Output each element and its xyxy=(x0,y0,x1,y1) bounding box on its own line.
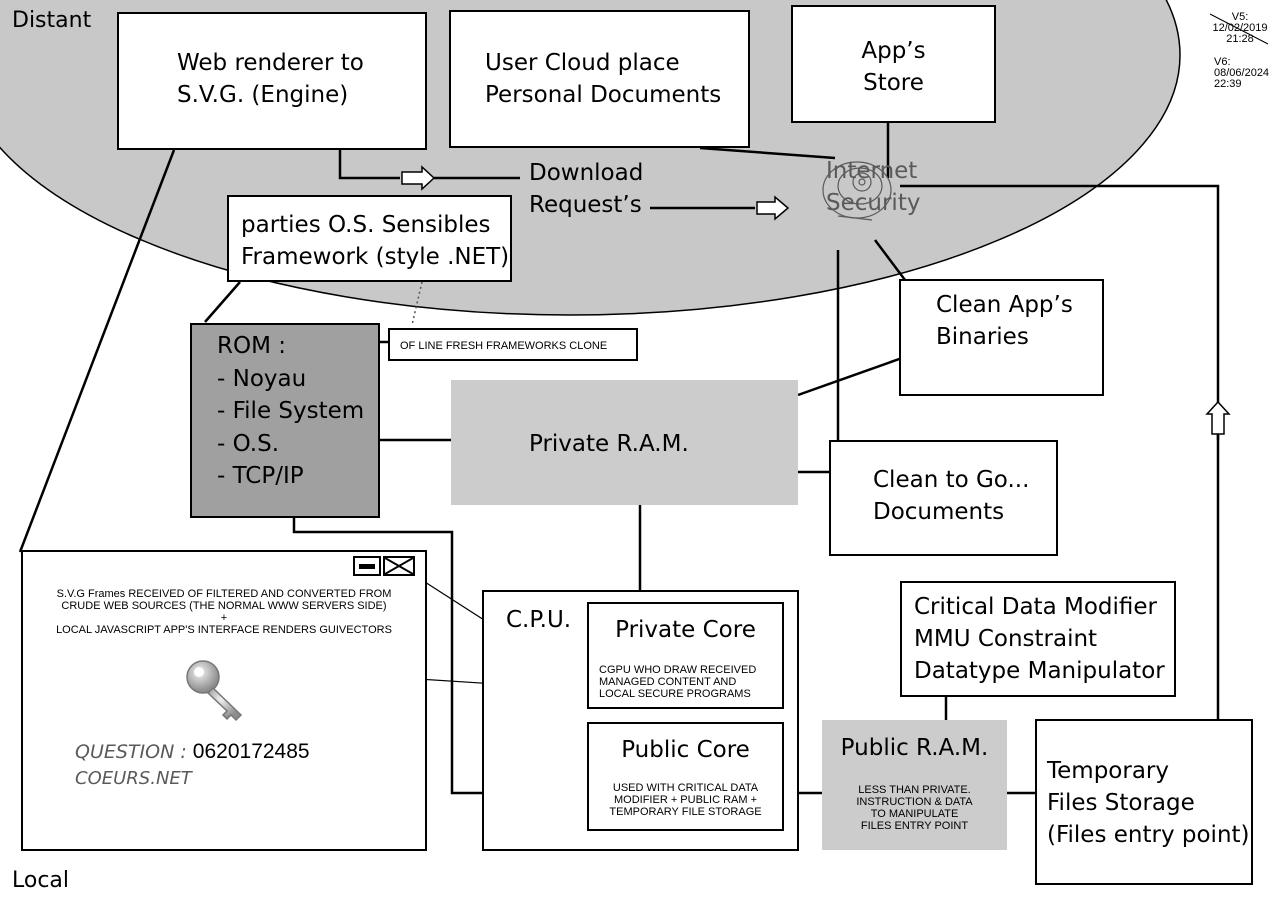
rom-line: - Noyau xyxy=(217,365,307,392)
app-store-line: Store xyxy=(863,70,924,96)
web-renderer-box: Web renderer to S.V.G. (Engine) xyxy=(117,12,427,150)
frameworks-box: parties O.S. Sensibles Framework (style … xyxy=(227,195,512,282)
arrow-right-1 xyxy=(401,165,436,191)
question-number: 0620172485 xyxy=(192,740,310,763)
svg-frames-window: S.V.G Frames RECEIVED OF FILTERED AND CO… xyxy=(21,550,427,851)
internet-security-line: Security xyxy=(826,190,921,216)
critical-data-line: Datatype Manipulator xyxy=(914,658,1165,684)
public-core-desc-line: USED WITH CRITICAL DATA xyxy=(612,782,759,794)
arrow-up xyxy=(1205,400,1231,435)
clean-binaries-line: Binaries xyxy=(936,324,1029,350)
public-ram-title: Public R.A.M. xyxy=(840,735,989,761)
private-core-desc-line: LOCAL SECURE PROGRAMS xyxy=(599,688,751,700)
wire-frameworks-clone xyxy=(411,281,423,326)
private-core-desc-line: CGPU WHO DRAW RECEIVED xyxy=(599,664,757,676)
critical-data-line: MMU Constraint xyxy=(914,626,1098,652)
wire-cloud-security xyxy=(699,146,836,160)
rom-box: ROM : - Noyau - File System - O.S. - TCP… xyxy=(190,323,380,518)
zone-distant-label: Distant xyxy=(12,8,92,33)
public-core-desc: USED WITH CRITICAL DATA MODIFIER + PUBLI… xyxy=(589,782,782,818)
clean-documents-box: Clean to Go... Documents xyxy=(829,440,1058,556)
site-link[interactable]: COEURS.NET xyxy=(75,768,192,789)
private-core-title: Private Core xyxy=(615,617,756,643)
public-core-title: Public Core xyxy=(621,737,750,763)
public-ram-desc-line: INSTRUCTION & DATA xyxy=(856,796,973,808)
svg-frames-line: S.V.G Frames RECEIVED OF FILTERED AND CO… xyxy=(56,588,392,600)
arrow-right-2 xyxy=(756,195,790,221)
close-button[interactable] xyxy=(383,556,415,576)
minimize-button[interactable] xyxy=(353,556,381,576)
frameworks-line: Framework (style .NET) xyxy=(241,244,510,270)
public-ram-desc-line: LESS THAN PRIVATE. xyxy=(858,784,971,796)
question-label: QUESTION : xyxy=(75,741,187,763)
internet-security-line: Internet xyxy=(826,158,918,184)
rom-line: - O.S. xyxy=(217,430,280,457)
private-core-box: Private Core CGPU WHO DRAW RECEIVED MANA… xyxy=(587,602,784,709)
download-line: Download xyxy=(529,160,644,186)
private-core-desc-line: MANAGED CONTENT AND xyxy=(599,676,737,688)
public-ram-box: Public R.A.M. LESS THAN PRIVATE. INSTRUC… xyxy=(822,720,1007,850)
wire-frameworks-rom xyxy=(204,281,241,323)
offline-clone-box: OF LINE FRESH FRAMEWORKS CLONE xyxy=(388,328,638,361)
temp-storage-line: Temporary xyxy=(1047,758,1169,784)
svg-frames-line: LOCAL JAVASCRIPT APP'S INTERFACE RENDERS… xyxy=(56,624,392,636)
version-v5-line: 12/02/2019 xyxy=(1212,22,1268,34)
public-core-desc-line: MODIFIER + PUBLIC RAM + xyxy=(613,794,758,806)
question-row: QUESTION : 0620172485 xyxy=(75,740,310,764)
public-ram-desc-line: TO MANIPULATE xyxy=(870,808,959,820)
download-request-label: Download Request’s xyxy=(529,157,643,221)
public-core-desc-line: TEMPORARY FILE STORAGE xyxy=(609,806,762,818)
user-cloud-line: User Cloud place xyxy=(485,50,680,76)
clean-binaries-box: Clean App’s Binaries xyxy=(899,279,1104,396)
critical-data-line: Critical Data Modifier xyxy=(914,594,1157,620)
version-v5-line: V5: xyxy=(1231,11,1249,23)
zone-local-label: Local xyxy=(12,868,70,893)
web-renderer-line: S.V.G. (Engine) xyxy=(177,82,349,108)
version-strike xyxy=(1209,13,1269,45)
internet-security-label: Internet Security xyxy=(826,155,920,219)
wire-security-binaries xyxy=(874,239,906,281)
private-ram-box: Private R.A.M. xyxy=(451,380,798,505)
clean-binaries-line: Clean App’s xyxy=(936,292,1073,318)
version-v5: V5: 12/02/2019 21:28 xyxy=(1208,12,1272,45)
public-ram-desc-line: FILES ENTRY POINT xyxy=(860,820,969,832)
rom-line: - TCP/IP xyxy=(217,463,304,489)
version-v6-line: 08/06/2024 xyxy=(1214,67,1270,79)
temp-storage-box: Temporary Files Storage (Files entry poi… xyxy=(1035,719,1253,885)
close-icon xyxy=(385,558,413,574)
clean-documents-line: Documents xyxy=(873,499,1005,525)
web-renderer-line: Web renderer to xyxy=(177,50,364,76)
svg-frames-line: + xyxy=(220,612,228,624)
wire-renderer-download xyxy=(338,150,400,180)
critical-data-box: Critical Data Modifier MMU Constraint Da… xyxy=(900,581,1176,697)
rom-line: - File System xyxy=(217,398,365,424)
public-core-box: Public Core USED WITH CRITICAL DATA MODI… xyxy=(587,722,784,831)
cpu-label: C.P.U. xyxy=(506,607,572,633)
user-cloud-box: User Cloud place Personal Documents xyxy=(449,10,750,148)
wire-ram-binaries xyxy=(797,356,903,397)
clean-documents-line: Clean to Go... xyxy=(873,467,1030,493)
download-line: Request’s xyxy=(529,192,642,218)
key-icon xyxy=(186,660,243,722)
security-spiral-icon xyxy=(822,161,892,221)
wire-renderer-to-window xyxy=(18,149,176,553)
app-store-line: App’s xyxy=(861,38,926,64)
version-v6-line: V6: xyxy=(1214,56,1231,68)
public-ram-desc: LESS THAN PRIVATE. INSTRUCTION & DATA TO… xyxy=(822,784,1007,832)
private-core-desc: CGPU WHO DRAW RECEIVED MANAGED CONTENT A… xyxy=(599,664,782,700)
version-v5-line: 21:28 xyxy=(1226,33,1254,45)
user-cloud-line: Personal Documents xyxy=(485,82,722,108)
wire-security-temp xyxy=(900,184,1220,440)
app-store-box: App’s Store xyxy=(791,5,996,123)
version-v6-line: 22:39 xyxy=(1214,78,1242,90)
svg-frames-line: CRUDE WEB SOURCES (THE NORMAL WWW SERVER… xyxy=(61,600,387,612)
rom-line: ROM : xyxy=(217,333,286,359)
frameworks-line: parties O.S. Sensibles xyxy=(241,212,491,238)
temp-storage-line: (Files entry point) xyxy=(1047,822,1250,848)
temp-storage-line: Files Storage xyxy=(1047,790,1195,816)
minimize-icon xyxy=(359,564,375,569)
svg-frames-text: S.V.G Frames RECEIVED OF FILTERED AND CO… xyxy=(23,588,425,636)
version-v6: V6: 08/06/2024 22:39 xyxy=(1214,57,1269,90)
